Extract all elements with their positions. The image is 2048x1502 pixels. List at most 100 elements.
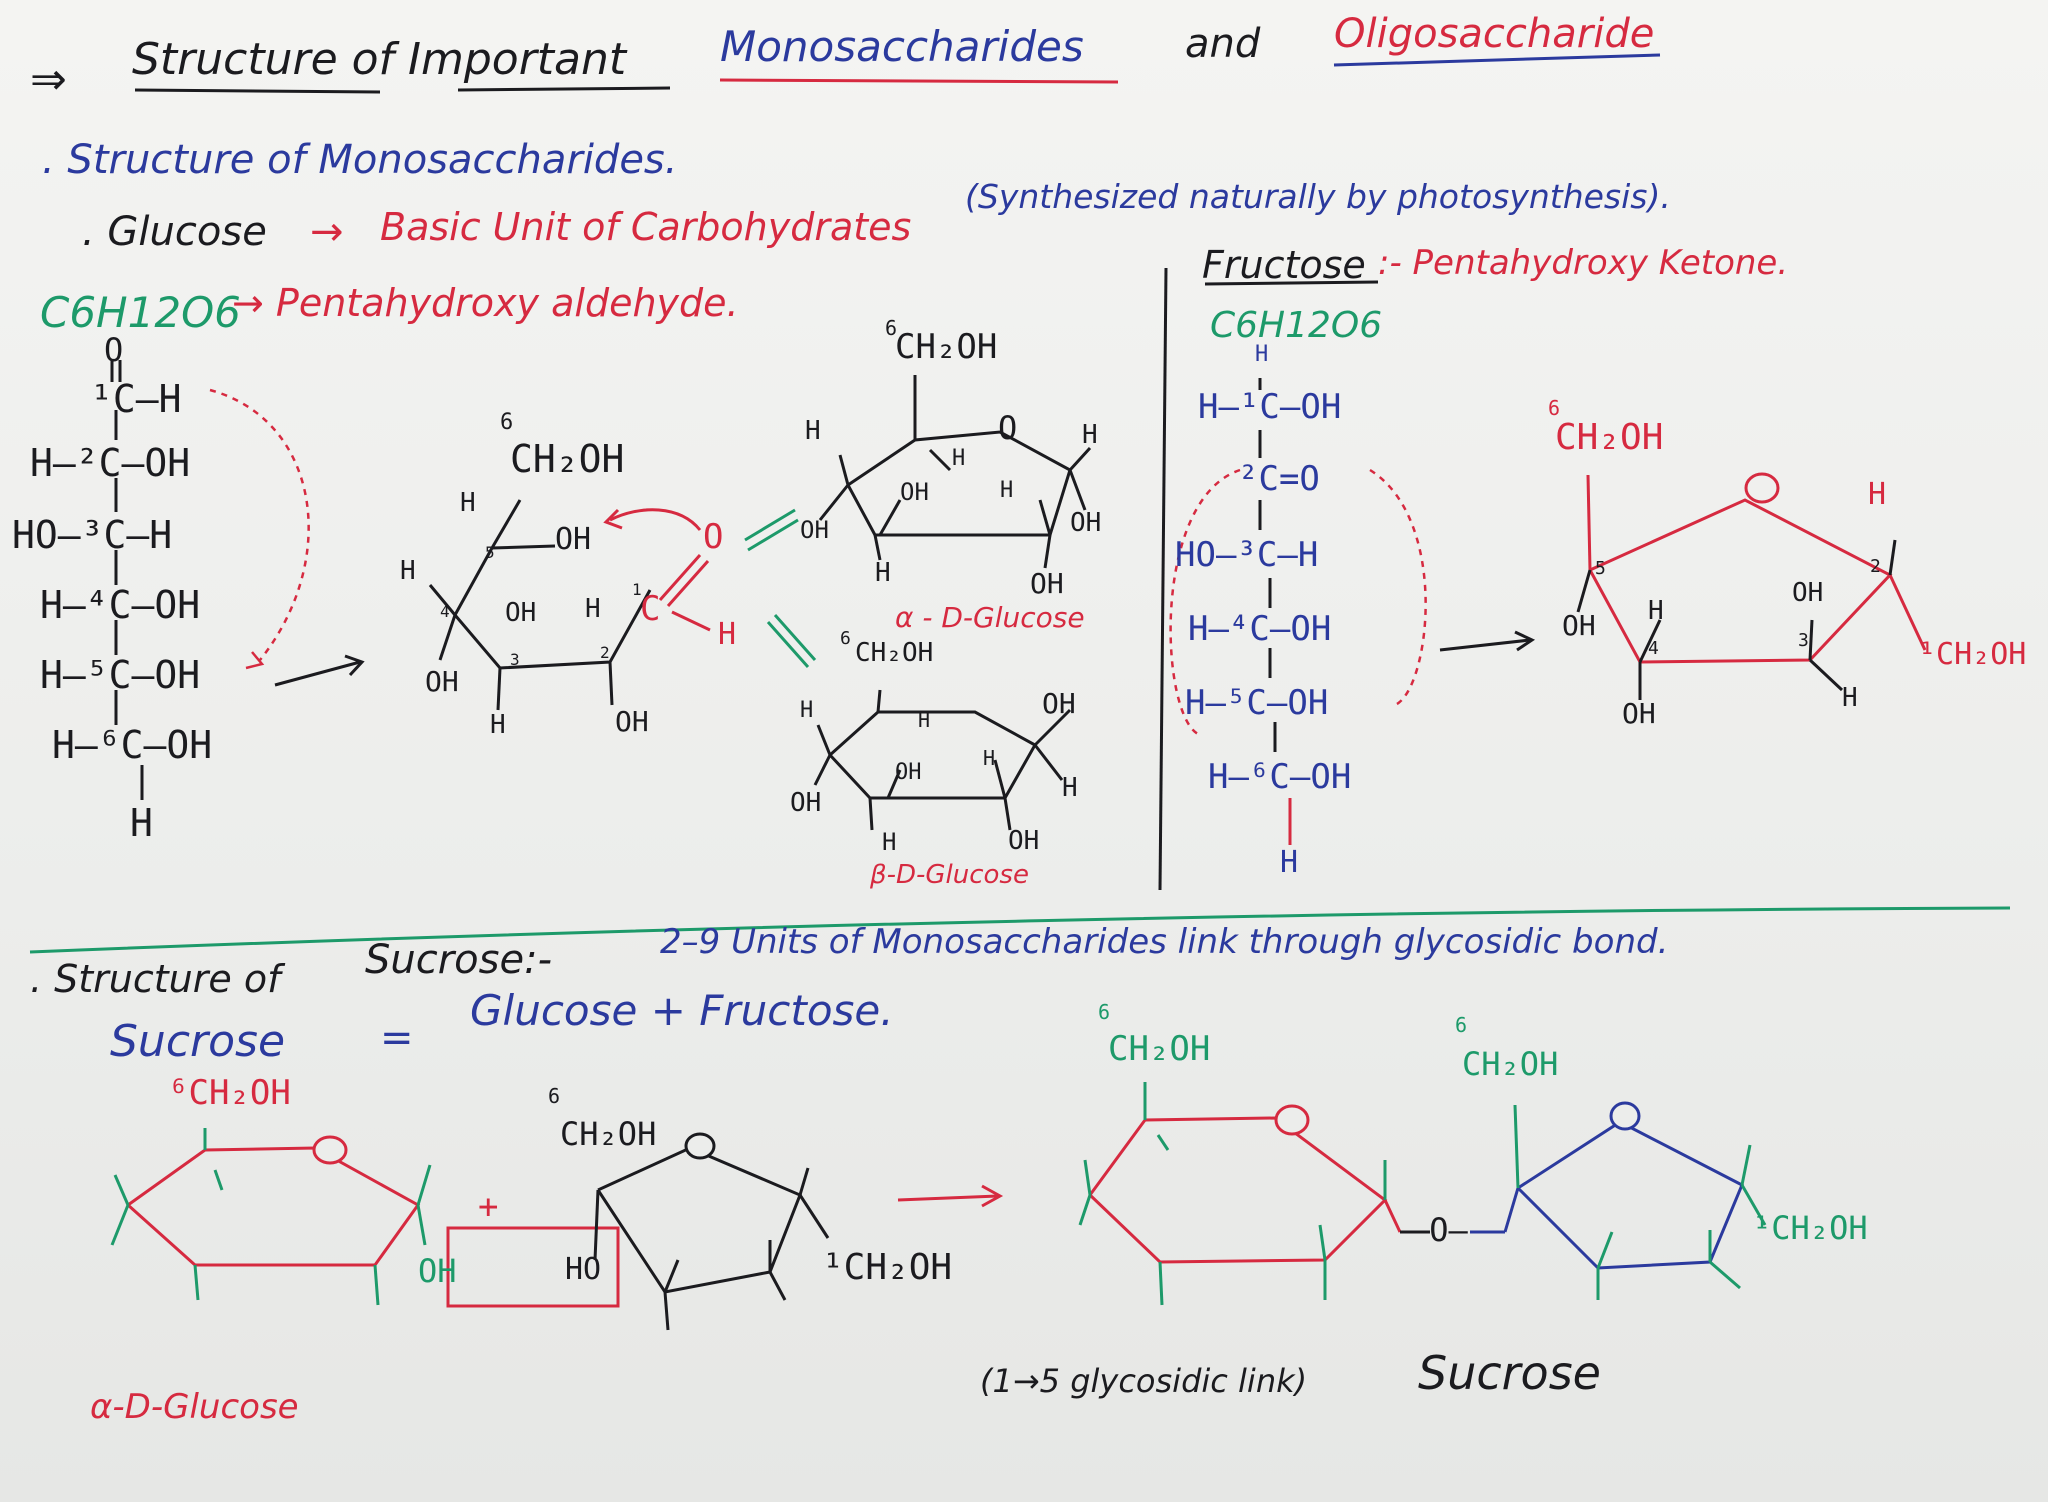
product-fructose-ch2oh: CH₂OH [1462, 1045, 1559, 1083]
heading-structure-of-important: Structure of Important [132, 34, 627, 85]
beta-label: β-D-Glucose [870, 860, 1029, 890]
reactant-glucose-ring [126, 1146, 421, 1267]
fring-six: 6 [1548, 396, 1561, 420]
fructose-ring-bonds [1586, 474, 1927, 664]
ring-h4: H [400, 556, 416, 586]
alpha-label: α - D-Glucose [895, 601, 1085, 634]
heading-arrow: ⇒ [30, 54, 67, 105]
fchain-c3: HO–³C–H [1175, 535, 1319, 575]
chain-c3: HO–³C–H [12, 513, 173, 557]
label-6: 6 [500, 410, 514, 435]
arrow-to-fructose-ring [1439, 638, 1531, 652]
sucrose-eq-right: Glucose + Fructose. [470, 986, 894, 1035]
beta-h3: H [882, 828, 897, 856]
alpha-oh4: OH [800, 516, 829, 544]
heading-and: and [1185, 21, 1261, 67]
beta-oh1: OH [1042, 687, 1076, 720]
glycosidic-oxygen: –O– [1410, 1211, 1468, 1249]
water-elimination-box [446, 1226, 620, 1308]
ring-h3: H [490, 710, 506, 740]
product-glucose-six: 6 [1098, 1000, 1111, 1024]
glucose-formula: C6H12O6 [40, 288, 241, 337]
fchain-c2: ²C=O [1238, 459, 1320, 499]
sucrose-title-word: Sucrose:- [365, 937, 553, 983]
glycosidic-link-caption: (1→5 glycosidic link) [980, 1362, 1308, 1400]
alpha-h3: H [875, 558, 891, 588]
alpha-oh2: OH [1030, 567, 1064, 600]
alpha-oh3: OH [900, 478, 929, 506]
glucose-label: . Glucose [82, 209, 267, 255]
fchain-h-bottom: H [1280, 845, 1299, 880]
product-glucose-ring [1088, 1116, 1388, 1264]
arrow-to-open-ring [274, 660, 361, 687]
glucose-note: (Synthesized naturally by photosynthesis… [965, 177, 1671, 216]
water-oh: OH [418, 1252, 457, 1290]
fchain-c1: H–¹C–OH [1198, 387, 1342, 427]
product-fructose-c1: ¹CH₂OH [1752, 1209, 1868, 1247]
vertical-divider [1158, 267, 1168, 891]
beta-oh4: OH [790, 788, 822, 818]
fring-oh3: OH [1792, 578, 1824, 608]
sucrose-eq-sign: = [380, 1015, 414, 1061]
beta-oh2: OH [1008, 826, 1040, 856]
fring-h3: H [1842, 683, 1858, 713]
alpha-ch2oh: CH₂OH [895, 327, 998, 367]
chain-c4: H–⁴C–OH [40, 583, 201, 627]
open-ring-bonds [428, 499, 652, 711]
ring-oh5: OH [555, 522, 592, 557]
beta-ch2oh: CH₂OH [855, 638, 934, 668]
fchain-c6: H–⁶C–OH [1208, 757, 1352, 797]
product-fructose-ring [1516, 1120, 1744, 1270]
ring-oh4: OH [425, 665, 459, 698]
ring-oh2: OH [615, 705, 649, 738]
underline-important [457, 86, 671, 92]
chain-c6: H–⁶C–OH [52, 723, 213, 767]
ring-n5: 5 [485, 543, 495, 562]
fchain-c5: H–⁵C–OH [1185, 683, 1329, 723]
reactant-glucose-label: α-D-Glucose [90, 1387, 299, 1427]
horizontal-divider [29, 906, 2011, 954]
reactant-fructose-c1: ¹CH₂OH [822, 1247, 953, 1288]
ring-n1: 1 [632, 580, 642, 599]
ring-oh3: OH [505, 598, 537, 628]
glucose-chain-bonds [110, 360, 144, 800]
product-sucrose-name: Sucrose [1418, 1346, 1601, 1400]
beta-chair [813, 689, 1072, 831]
chain-h: H [130, 801, 153, 845]
alpha-chair [818, 375, 1092, 569]
fring-n2: 2 [1870, 556, 1881, 577]
cyclization-arrow-dashed [209, 388, 310, 661]
ring-ch2oh: CH₂OH [510, 437, 625, 481]
fring-n5: 5 [1595, 558, 1606, 579]
fring-h4: H [1648, 596, 1664, 626]
product-glucose-ch2oh: CH₂OH [1108, 1029, 1211, 1069]
glucose-desc: Basic Unit of Carbohydrates [380, 205, 912, 249]
ring-n4: 4 [440, 602, 450, 621]
heading-monosaccharides: Monosaccharides [720, 22, 1084, 71]
mono-section-title: . Structure of Monosaccharides. [42, 137, 678, 183]
water-ho: HO [565, 1252, 602, 1287]
sucrose-eq-left: Sucrose [110, 1016, 286, 1067]
fring-ch2oh: CH₂OH [1555, 417, 1664, 458]
ring-c1: C [640, 589, 661, 629]
fring-oh5: OH [1562, 609, 1596, 642]
heading-oligosaccharide: Oligosaccharide [1334, 11, 1655, 57]
fchain-h-top: H [1255, 342, 1269, 367]
glucose-line-arrow: → [310, 209, 344, 255]
ring-h1: H [718, 617, 737, 652]
plus-sign: + [478, 1187, 499, 1227]
equilibrium-arrows [744, 508, 817, 668]
fructose-cyclization-right [1369, 468, 1427, 707]
alpha-h2: H [1000, 478, 1014, 503]
fring-oh4: OH [1622, 697, 1656, 730]
reactant-fructose-six: 6 [548, 1084, 561, 1108]
chain-c1: ¹C–H [90, 377, 182, 421]
fructose-title: Fructose [1202, 243, 1366, 287]
fructose-chain-bonds [1258, 378, 1277, 752]
chain-o: O [104, 331, 124, 369]
fructose-desc: :- Pentahydroxy Ketone. [1378, 243, 1789, 283]
carbonyl-bonds [603, 508, 711, 632]
underline-fructose [1204, 280, 1379, 286]
